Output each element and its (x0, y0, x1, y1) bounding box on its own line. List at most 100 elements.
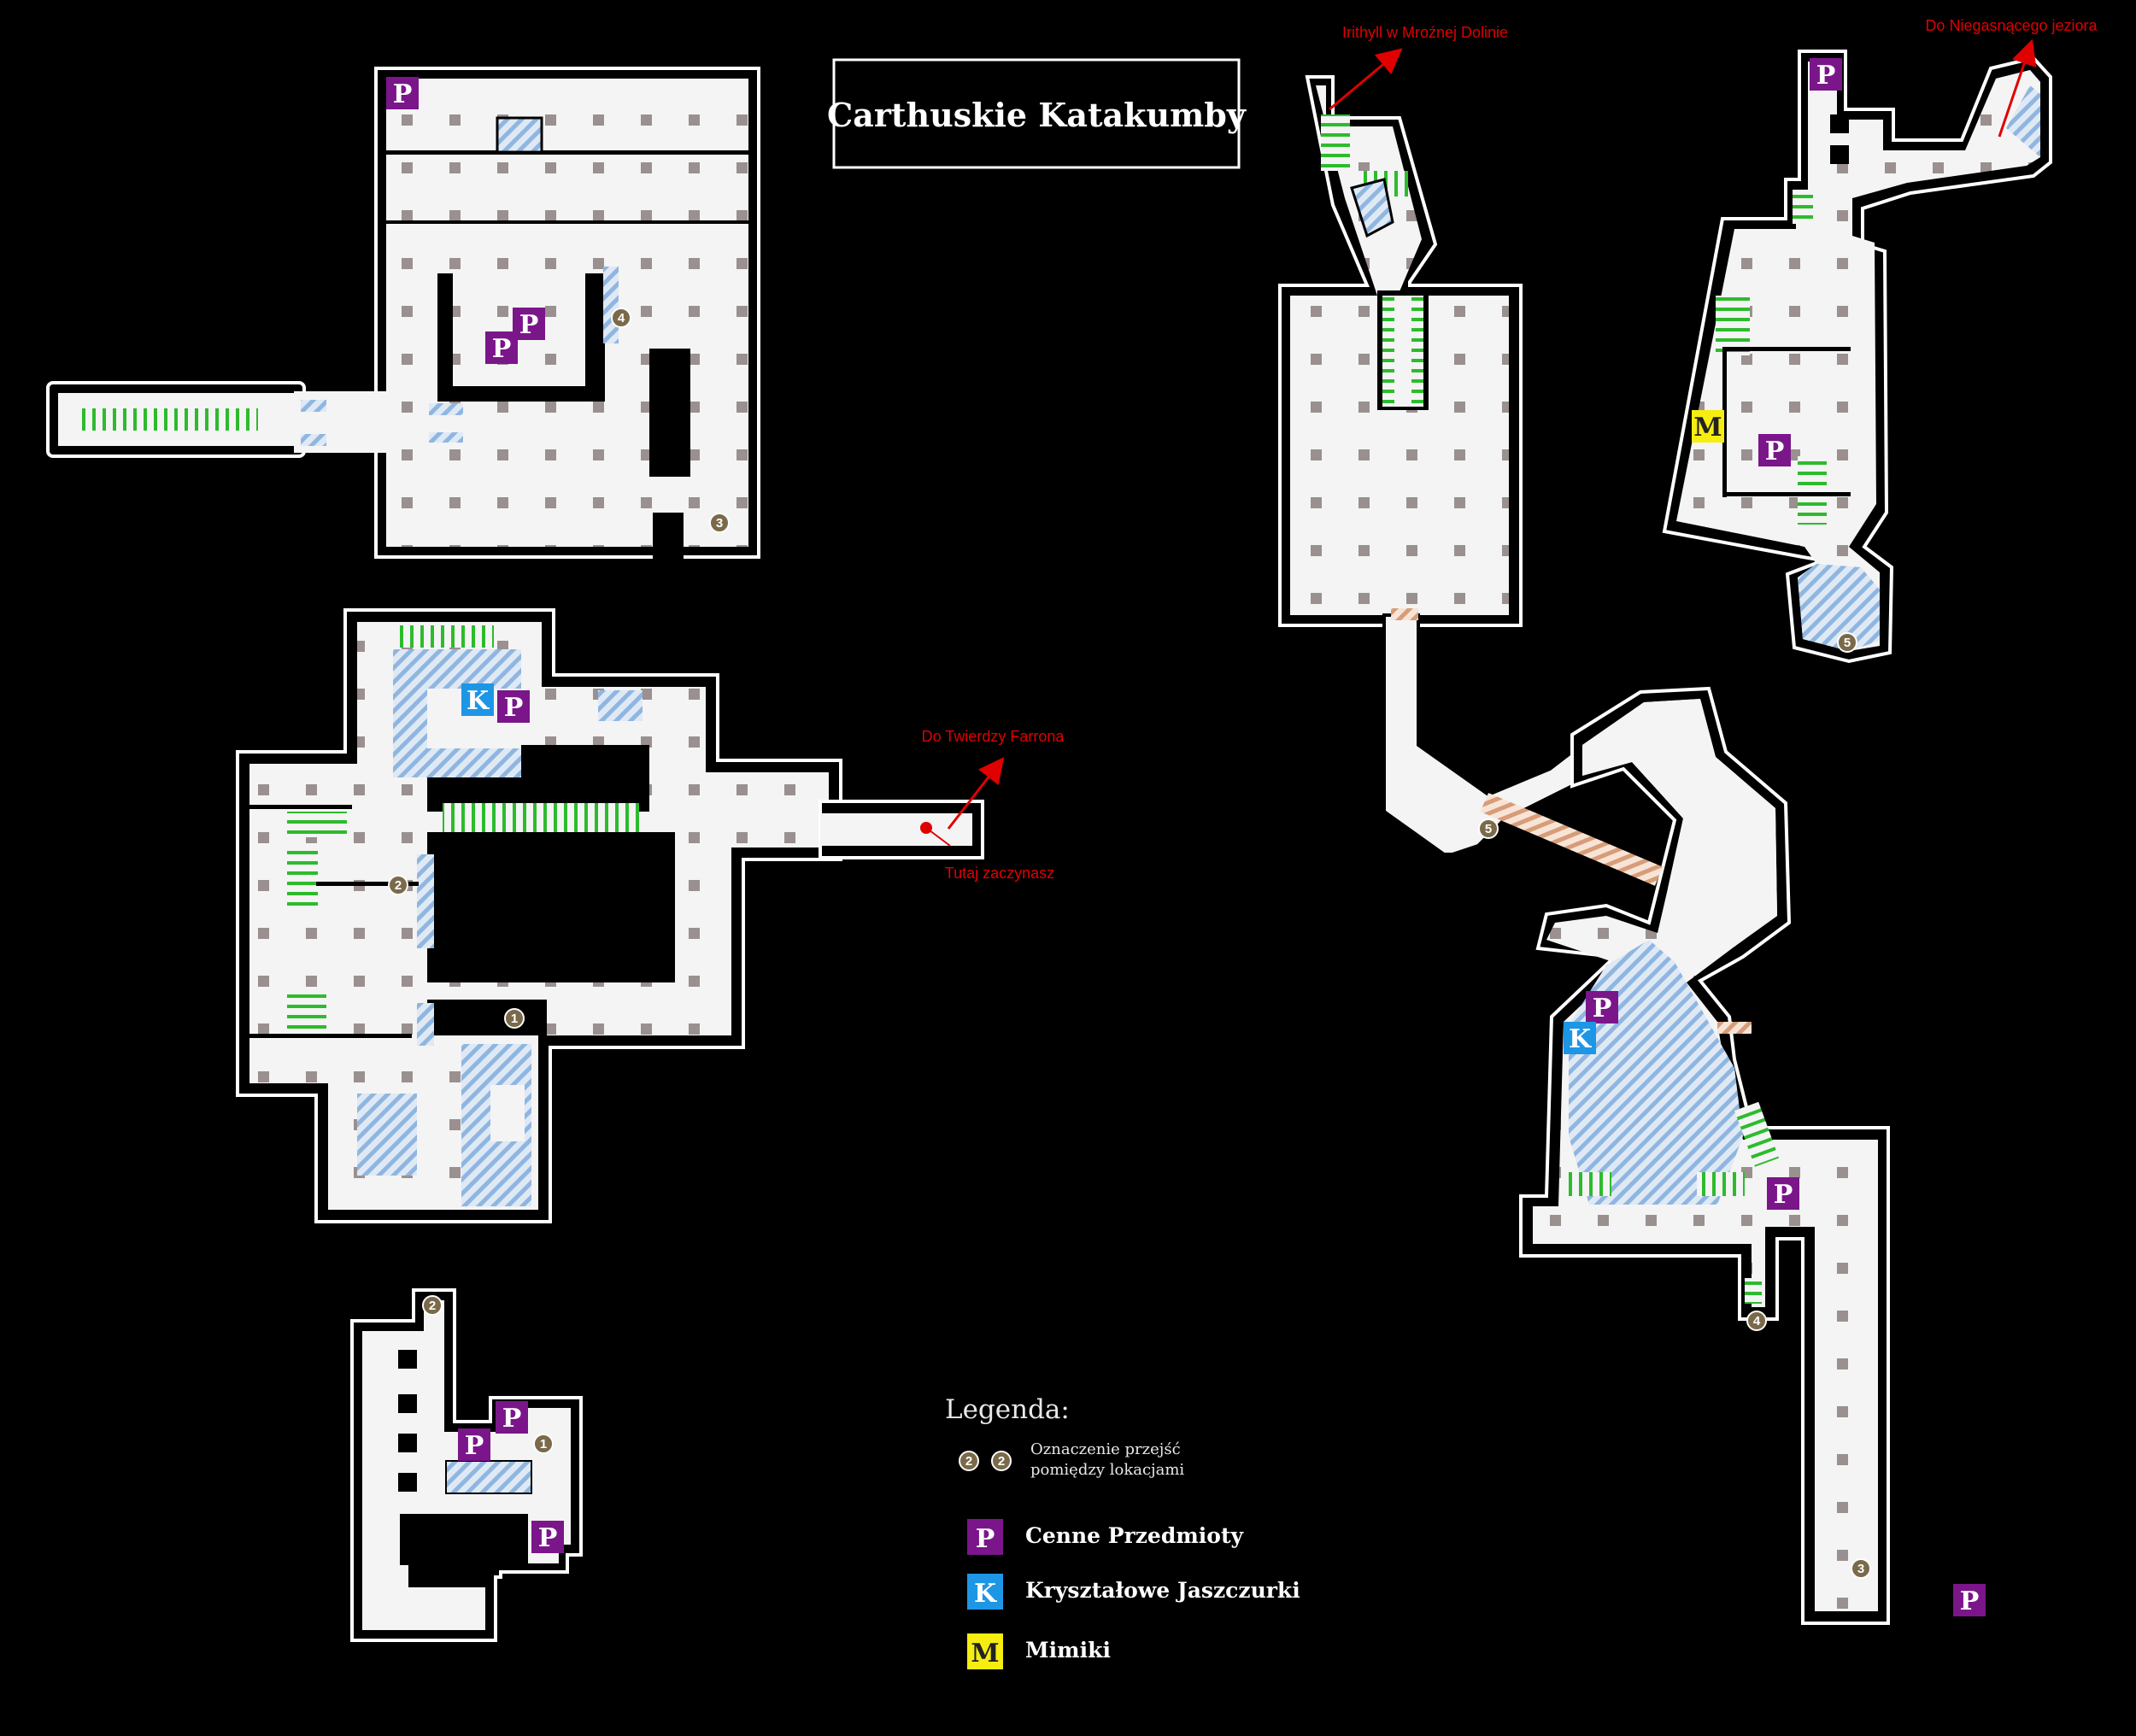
pillar (1830, 114, 1849, 133)
transition-marker[interactable]: 1 (504, 1008, 525, 1029)
legend-transition-icon: 2 (991, 1451, 1012, 1471)
wall (249, 805, 352, 809)
east-corridor-floor (820, 813, 972, 846)
marker-item[interactable]: P (513, 308, 545, 340)
water-area (417, 854, 434, 948)
wall (653, 513, 684, 560)
marker-item[interactable]: P (458, 1428, 490, 1461)
start-label: Tutaj zaczynasz (945, 865, 1054, 882)
dark-hall (427, 832, 675, 982)
area-cave (1480, 686, 1890, 1625)
title-frame (832, 58, 1241, 169)
marker-item[interactable]: P (386, 77, 419, 109)
water-area (603, 267, 619, 343)
stairs (443, 803, 639, 832)
marker-item[interactable]: P (1953, 1584, 1986, 1616)
legend-transition-text: pomiędzy lokacjami (1030, 1461, 1184, 1479)
title-box: Carthuskie Katakumby (827, 58, 1247, 169)
water-area (496, 116, 543, 154)
marker-item[interactable]: P (497, 690, 530, 723)
marker-crystal-lizard[interactable]: K (461, 683, 494, 716)
transition-marker[interactable]: 2 (422, 1295, 443, 1316)
svg-text:2: 2 (429, 1299, 436, 1313)
marker-mimic[interactable]: M (1692, 410, 1724, 443)
legend-item-label: Kryształowe Jaszczurki (1025, 1578, 1300, 1603)
water-area (357, 1094, 417, 1176)
area-top-left (46, 67, 760, 560)
svg-text:P: P (538, 1523, 558, 1553)
wall (316, 882, 419, 886)
transition-marker[interactable]: 3 (1851, 1558, 1871, 1579)
svg-text:P: P (1765, 437, 1785, 466)
water-area (429, 403, 463, 415)
wall (585, 273, 605, 402)
transition-markers: 4 3 2 1 2 1 5 5 4 3 (388, 308, 1871, 1579)
marker-item[interactable]: P (1810, 58, 1842, 91)
legend: Legenda: 2 2 Oznaczenie przejść pomiędzy… (945, 1394, 1300, 1669)
cave-floor (1582, 699, 1777, 974)
dark-area (400, 1514, 528, 1565)
marker-item[interactable]: P (485, 331, 518, 364)
bridge (1391, 608, 1418, 620)
water-area (301, 434, 326, 446)
area-hall (1278, 75, 1574, 856)
stairs (1321, 114, 1350, 171)
pillar (398, 1394, 417, 1413)
exit-labels: Irithyll w Mroźnej Dolinie Do Niegasnące… (922, 17, 2098, 882)
pillar (398, 1350, 417, 1369)
water-area (2006, 85, 2040, 157)
wall (386, 220, 748, 224)
transition-marker[interactable]: 3 (709, 513, 730, 533)
dark-hall (427, 1000, 547, 1035)
exit-arrow-irithyll (1329, 48, 1403, 111)
pillar (398, 1473, 417, 1492)
transition-marker[interactable]: 1 (533, 1434, 554, 1454)
stairs (79, 408, 258, 431)
wall (1722, 492, 1851, 496)
stairs (1745, 1278, 1762, 1304)
legend-title: Legenda: (945, 1394, 1070, 1425)
stair-core (1394, 296, 1411, 407)
marker-item[interactable]: P (1767, 1177, 1799, 1210)
stairs (1798, 456, 1827, 525)
marker-item[interactable]: P (1758, 434, 1791, 466)
legend-item-label: Cenne Przedmioty (1025, 1523, 1244, 1548)
svg-text:P: P (504, 693, 524, 723)
marker-item[interactable]: P (1586, 991, 1618, 1023)
wall (437, 273, 453, 402)
water-area (1798, 564, 1880, 651)
stairs (287, 812, 347, 837)
bridge (1480, 792, 1664, 886)
stairs (1697, 1172, 1745, 1196)
marker-crystal-lizard[interactable]: K (1564, 1022, 1596, 1054)
legend-item-icon: P (967, 1519, 1003, 1555)
pillar (398, 1434, 417, 1452)
marker-item[interactable]: P (531, 1521, 564, 1553)
room (490, 1085, 525, 1141)
water-area (1350, 178, 1394, 238)
transition-marker[interactable]: 2 (388, 875, 408, 895)
map-markers: P P P K P P P P P P M P P K P P (386, 58, 1986, 1616)
svg-text:P: P (1774, 1180, 1793, 1210)
water-area (301, 400, 326, 412)
winding-corridor (1382, 613, 1574, 856)
svg-text:P: P (519, 310, 539, 340)
svg-text:M: M (1693, 413, 1722, 443)
transition-marker[interactable]: 5 (1478, 818, 1499, 839)
area-top-right (1662, 50, 2052, 664)
legend-item-icon: K (967, 1574, 1003, 1610)
stairs (1564, 1172, 1611, 1196)
svg-text:P: P (465, 1431, 484, 1461)
wall (437, 386, 605, 402)
transition-marker[interactable]: 4 (1746, 1311, 1767, 1331)
transition-marker[interactable]: 4 (611, 308, 631, 328)
svg-text:P: P (393, 79, 413, 109)
svg-text:1: 1 (511, 1012, 518, 1026)
marker-item[interactable]: P (496, 1401, 528, 1434)
area-center-left (236, 608, 984, 1223)
svg-text:4: 4 (1753, 1314, 1761, 1328)
transition-marker[interactable]: 5 (1837, 632, 1857, 653)
wall (386, 150, 748, 155)
legend-item-icon: M (967, 1633, 1003, 1669)
